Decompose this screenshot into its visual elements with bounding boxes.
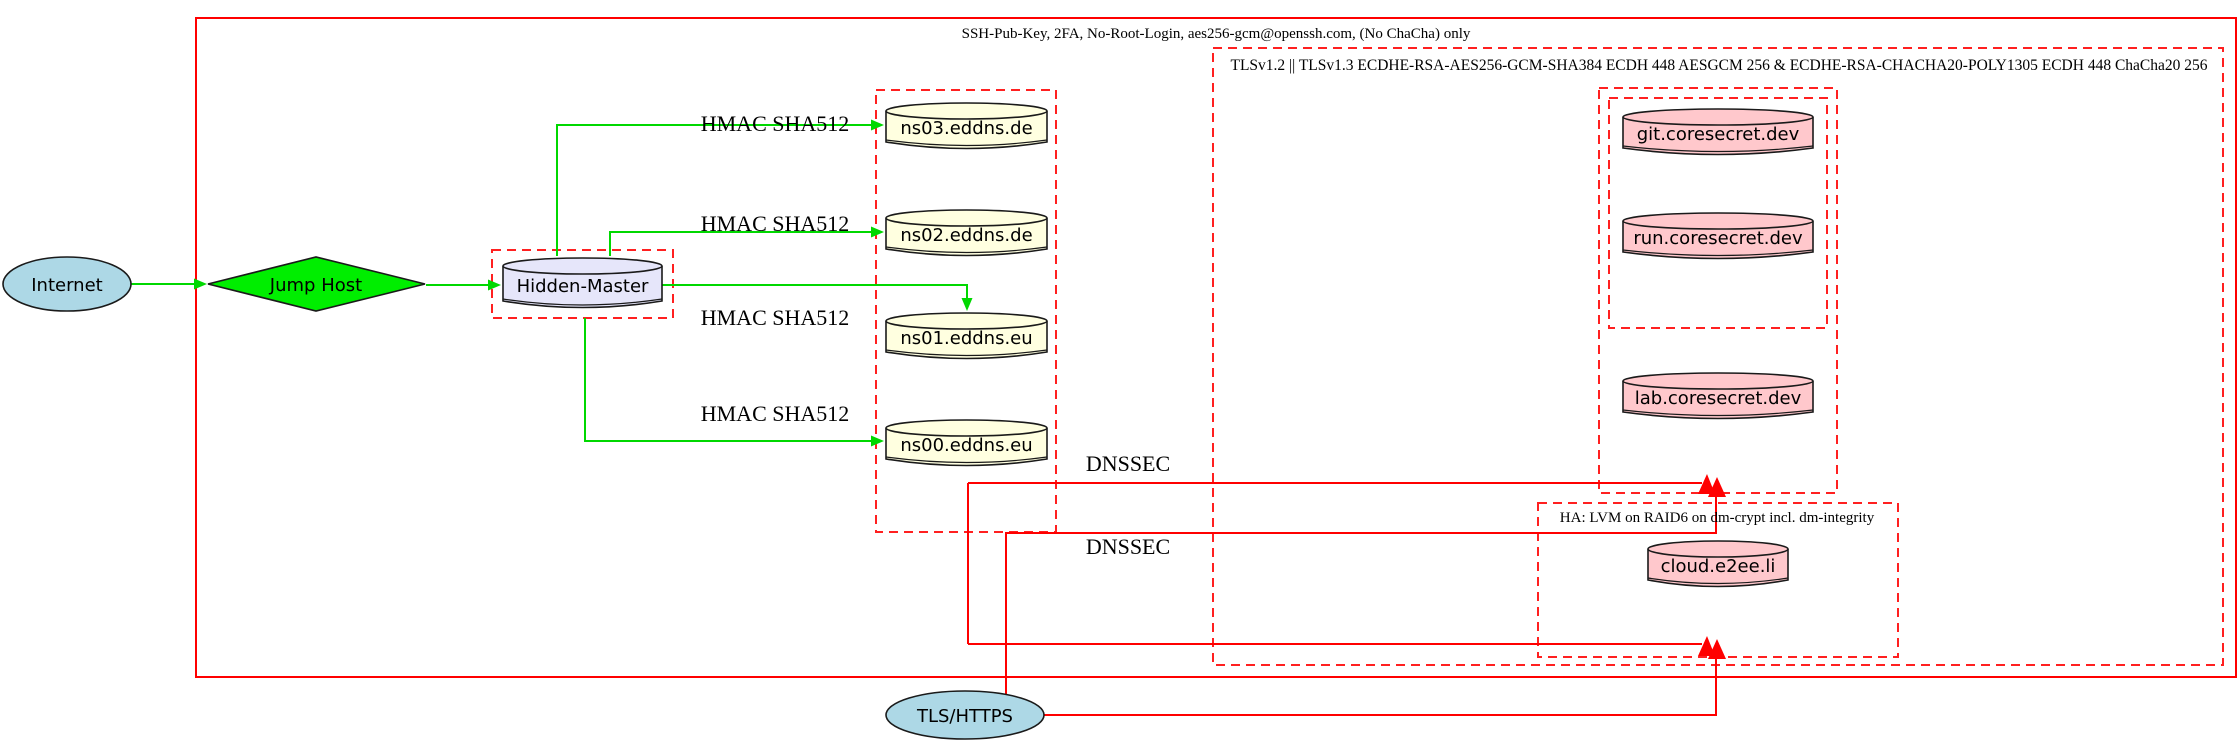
lab-label: lab.coresecret.dev bbox=[1635, 388, 1802, 409]
hmac-label-ns00: HMAC SHA512 bbox=[701, 401, 850, 426]
cloud-label: cloud.e2ee.li bbox=[1661, 556, 1776, 577]
internet-label: Internet bbox=[31, 275, 102, 296]
ns02-label: ns02.eddns.de bbox=[900, 225, 1032, 246]
tls-to-cloud-edge bbox=[1044, 659, 1717, 716]
red-edges bbox=[967, 474, 1726, 716]
ssh-boundary-label: SSH-Pub-Key, 2FA, No-Root-Login, aes256-… bbox=[962, 26, 1471, 42]
tls-https-label: TLS/HTTPS bbox=[916, 706, 1013, 727]
dnssec-label-lower: DNSSEC bbox=[1086, 534, 1170, 559]
lab-node bbox=[1622, 372, 1814, 420]
ns02-node bbox=[885, 209, 1048, 257]
arrowhead-jumphost bbox=[194, 278, 207, 290]
arrowhead-ns01 bbox=[961, 298, 973, 311]
arrowhead-hiddenmaster bbox=[488, 279, 501, 291]
nameserver-cluster-boundary bbox=[875, 89, 1057, 533]
coresecret-outer-cluster-boundary bbox=[1598, 87, 1838, 494]
arrowhead-into-coresecret-a bbox=[1698, 474, 1715, 494]
jump-host-node bbox=[207, 256, 426, 312]
ns03-label: ns03.eddns.de bbox=[900, 118, 1032, 139]
green-edges bbox=[131, 119, 973, 447]
cloud-node bbox=[1647, 540, 1789, 588]
hidden-master-node bbox=[502, 257, 663, 309]
ns00-node bbox=[885, 419, 1048, 467]
internet-node bbox=[2, 256, 132, 312]
jump-host-label: Jump Host bbox=[269, 275, 362, 296]
arrowhead-ns00 bbox=[871, 435, 884, 447]
tls-cluster-label: TLSv1.2 || TLSv1.3 ECDHE-RSA-AES256-GCM-… bbox=[1230, 57, 2207, 74]
ns01-label: ns01.eddns.eu bbox=[900, 328, 1032, 349]
hmac-label-ns01: HMAC SHA512 bbox=[701, 305, 850, 330]
hiddenmaster-to-ns02-edge bbox=[609, 231, 872, 256]
hiddenmaster-to-ns01-edge bbox=[662, 284, 968, 299]
hiddenmaster-to-ns00-edge bbox=[584, 318, 872, 442]
tls-cluster-boundary bbox=[1212, 47, 2224, 666]
hmac-label-ns02: HMAC SHA512 bbox=[701, 211, 850, 236]
tls-https-node bbox=[885, 690, 1045, 740]
tls-to-coresecret-edge bbox=[1005, 496, 1717, 694]
arrowhead-into-ha-b bbox=[1708, 639, 1726, 659]
dnssec-label-upper: DNSSEC bbox=[1086, 451, 1170, 476]
ns01-node bbox=[885, 312, 1048, 360]
ssh-boundary-box bbox=[195, 17, 2237, 678]
hiddenmaster-to-ns03-edge bbox=[556, 124, 872, 256]
hidden-master-label: Hidden-Master bbox=[517, 276, 649, 297]
hmac-label-ns03: HMAC SHA512 bbox=[701, 111, 850, 136]
ns03-node bbox=[885, 102, 1048, 150]
arrowhead-ns03 bbox=[871, 119, 884, 131]
ha-cluster-label: HA: LVM on RAID6 on dm-crypt incl. dm-in… bbox=[1560, 510, 1875, 526]
coresecret-inner-cluster-boundary bbox=[1608, 97, 1828, 329]
run-node bbox=[1622, 212, 1814, 260]
labels: SSH-Pub-Key, 2FA, No-Root-Login, aes256-… bbox=[31, 26, 2207, 727]
ns00-label: ns00.eddns.eu bbox=[900, 435, 1032, 456]
git-label: git.coresecret.dev bbox=[1637, 124, 1800, 145]
arrowhead-into-coresecret-b bbox=[1708, 477, 1726, 497]
arrowhead-into-ha-a bbox=[1698, 636, 1715, 656]
arrowhead-ns02 bbox=[871, 226, 884, 238]
run-label: run.coresecret.dev bbox=[1633, 228, 1803, 249]
git-node bbox=[1622, 108, 1814, 156]
